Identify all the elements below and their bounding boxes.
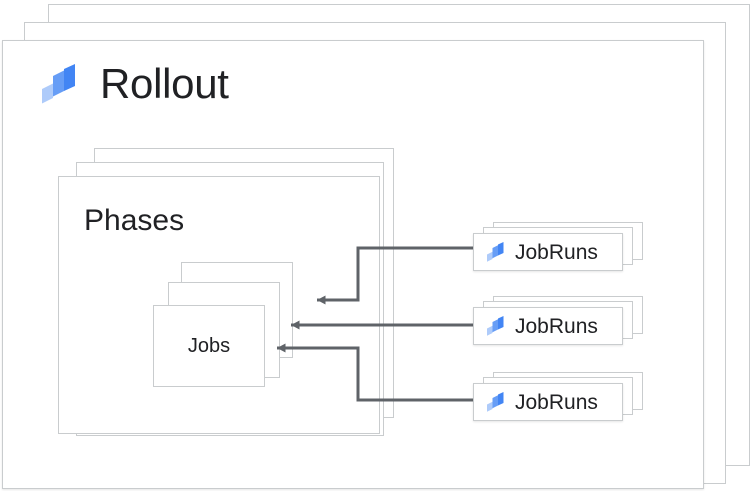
jobruns-group-1[interactable]: JobRuns [473,222,645,272]
jobruns-label: JobRuns [515,390,598,414]
page-title: Rollout [100,60,229,107]
jobs-label: Jobs [187,335,231,357]
jobruns-card-front[interactable]: JobRuns [473,307,623,345]
cloud-deploy-icon [485,315,507,337]
jobruns-group-2[interactable]: JobRuns [473,296,645,346]
jobs-card-front [153,305,265,387]
jobruns-label: JobRuns [515,314,598,338]
jobruns-group-3[interactable]: JobRuns [473,372,645,422]
phases-label: Phases [84,204,185,237]
jobruns-card-front[interactable]: JobRuns [473,233,623,271]
jobruns-label: JobRuns [515,240,598,264]
jobruns-card-front[interactable]: JobRuns [473,383,623,421]
cloud-deploy-icon [485,391,507,413]
cloud-deploy-icon [485,241,507,263]
cloud-deploy-icon [38,62,82,106]
rollout-header: Rollout [38,62,229,106]
